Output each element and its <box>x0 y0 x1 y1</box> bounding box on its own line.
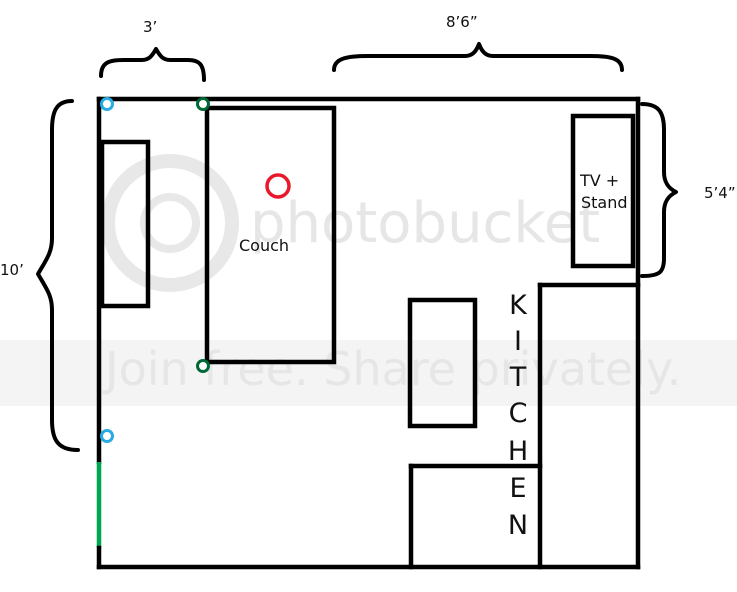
kitchen-letter: N <box>508 510 528 541</box>
red-circle-marker-icon <box>265 173 291 199</box>
blue-marker-icon <box>100 429 114 443</box>
brace-top-left <box>99 47 206 82</box>
brace-top-right <box>332 42 624 72</box>
tv-label-line2: Stand <box>581 193 628 212</box>
watermark-logo-icon <box>101 154 239 292</box>
dimension-label-top-right: 8’6” <box>446 13 478 31</box>
tv-stand <box>570 113 636 269</box>
green-marker-icon <box>196 359 210 373</box>
kitchen-area <box>408 282 641 570</box>
dimension-label-top-left: 3’ <box>143 18 157 36</box>
kitchen-letter: E <box>509 473 526 504</box>
watermark-brand: photobucket <box>250 191 600 256</box>
dimension-label-left: 10’ <box>0 261 24 279</box>
room-walls <box>96 96 641 570</box>
couch <box>204 105 337 365</box>
kitchen-letter: I <box>514 326 522 357</box>
kitchen-letter: T <box>509 362 527 393</box>
tv-label-line1: TV + <box>579 171 619 190</box>
brace-right <box>640 102 678 278</box>
green-marker-icon <box>196 97 210 111</box>
kitchen-letter: K <box>509 290 528 321</box>
left-side-furniture <box>99 139 151 309</box>
watermark-band <box>0 340 737 406</box>
watermark-tagline: Join free. Share privately. <box>102 342 681 396</box>
kitchen-label: K I T C H E N <box>508 290 528 541</box>
kitchen-letter: C <box>509 398 528 429</box>
blue-marker-icon <box>100 97 114 111</box>
kitchen-letter: H <box>508 436 528 467</box>
watermark: photobucket Join free. Share privately. <box>0 154 737 406</box>
couch-label: Couch <box>239 236 289 255</box>
dimension-label-right: 5’4” <box>704 184 736 202</box>
table <box>407 297 478 429</box>
brace-left <box>36 99 80 452</box>
